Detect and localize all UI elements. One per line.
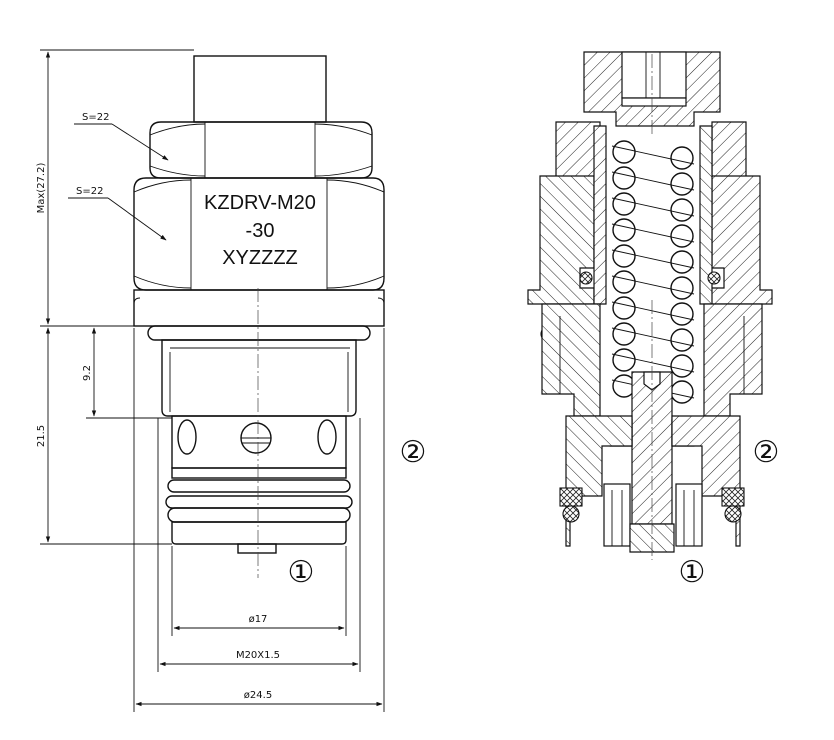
dim-9-2-label: 9.2 <box>82 365 93 381</box>
dim-9-2 <box>86 327 172 419</box>
dim-thread-label: M20X1.5 <box>236 650 280 661</box>
dim-dia-24-5 <box>133 328 385 712</box>
seal-ring-2 <box>167 507 351 523</box>
body-section-right <box>709 175 773 305</box>
lower-seal-right-1 <box>721 487 745 507</box>
body-section-left <box>527 175 595 305</box>
dim-dia-24-5-label: ø24.5 <box>244 690 272 701</box>
lower-seal-left-2 <box>562 505 580 523</box>
spring <box>611 140 695 404</box>
hex-top-size-label: S=22 <box>82 112 109 123</box>
port-1-marker-right: ① <box>679 556 706 589</box>
dim-dia-17-label: ø17 <box>249 614 268 625</box>
flange <box>133 289 385 327</box>
lock-nut <box>149 121 373 179</box>
marking-line-1: KZDRV-M20 <box>204 192 316 214</box>
body-hex <box>133 177 385 291</box>
dim-max-length <box>40 49 194 327</box>
poppet-cage-right <box>675 483 703 547</box>
marking-line-3: XYZZZZ <box>222 247 298 269</box>
hex-leaders <box>68 123 169 241</box>
lower-seal-left-1 <box>559 487 583 507</box>
radial-port-left <box>177 419 197 455</box>
port-2-marker-left: ② <box>400 436 427 469</box>
lower-body-left <box>565 415 633 547</box>
bottom-tip <box>237 543 277 554</box>
dim-thread <box>157 418 361 672</box>
flange-o-ring <box>147 325 371 341</box>
poppet-cage-left <box>603 483 631 547</box>
hex-body-size-label: S=22 <box>76 186 103 197</box>
dim-21-5-label: 21.5 <box>36 425 47 447</box>
backup-ring <box>167 479 351 493</box>
port-2-marker-right: ② <box>753 436 780 469</box>
inner-o-ring-left <box>579 271 593 285</box>
marking-line-2: -30 <box>246 220 275 242</box>
lower-sleeve-right <box>703 303 763 417</box>
thread-body <box>161 339 357 417</box>
groove-1 <box>171 467 347 479</box>
port-1-marker-left: ① <box>288 556 315 589</box>
dim-dia-17 <box>171 546 347 636</box>
dim-max-length-label: Max(27.2) <box>36 163 47 214</box>
inner-wall-left <box>593 125 607 305</box>
dim-21-5 <box>40 327 172 545</box>
seal-ring <box>165 495 353 509</box>
lock-nut-section-right <box>711 121 747 181</box>
lower-sleeve-left <box>541 303 601 417</box>
inner-o-ring-right <box>707 271 721 285</box>
screw-slot <box>621 51 687 99</box>
adjuster-spindle <box>193 55 327 123</box>
section-view: ① ② <box>527 51 780 589</box>
external-view: KZDRV-M20 -30 XYZZZZ <box>36 49 427 712</box>
bottom-cylinder <box>171 521 347 545</box>
lower-seal-right-2 <box>724 505 742 523</box>
radial-port-right <box>317 419 337 455</box>
